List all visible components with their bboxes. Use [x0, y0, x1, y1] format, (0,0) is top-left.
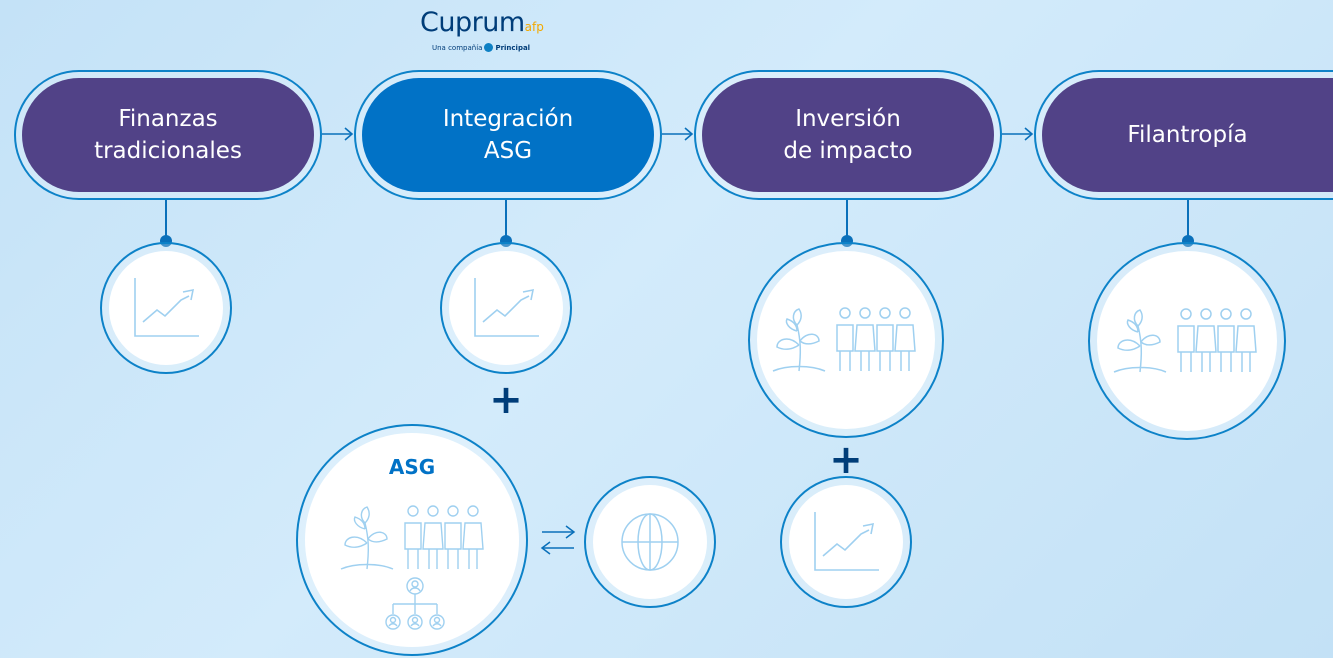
- circle-integracion: [440, 242, 572, 374]
- plant-people-icon: [340, 505, 484, 570]
- growth-chart-icon: [134, 278, 199, 337]
- org-chart-icon: [385, 577, 445, 630]
- circle-globe: [584, 476, 716, 608]
- growth-chart-icon: [474, 278, 539, 337]
- logo-brand: Cuprum: [420, 7, 525, 38]
- stage-finanzas-tradicionales: Finanzas tradicionales: [14, 70, 322, 200]
- stage-label-line1: Integración: [442, 106, 574, 132]
- circle-impacto: [748, 242, 944, 438]
- circle-impact-growth: [780, 476, 912, 608]
- circle-filantropia: [1088, 242, 1286, 440]
- stage-inversion-de-impacto: Inversión de impacto: [694, 70, 1002, 200]
- stage-label-line2: de impacto: [783, 138, 913, 164]
- exchange-arrows-icon: [540, 525, 576, 555]
- globe-icon: [621, 513, 679, 571]
- connector-line: [846, 200, 848, 240]
- cuprum-logo: Cuprumafp Una compañía Principal: [420, 8, 600, 52]
- stage-label-line1: Filantropía: [1127, 122, 1248, 148]
- plus-sign: +: [829, 437, 863, 483]
- plus-sign: +: [489, 377, 523, 423]
- connector-line: [505, 200, 507, 240]
- logo-suffix: afp: [524, 20, 544, 34]
- plant-people-icon: [772, 307, 916, 372]
- stage-label-line1: Finanzas: [118, 106, 218, 132]
- stage-label-line2: tradicionales: [94, 138, 242, 164]
- logo-partner: Principal: [495, 43, 531, 52]
- circle-finanzas: [100, 242, 232, 374]
- connector-line: [1187, 200, 1189, 240]
- circle-asg: ASG: [296, 424, 528, 656]
- stage-label-line2: ASG: [483, 138, 533, 164]
- plant-people-icon: [1113, 308, 1257, 373]
- asg-title: ASG: [388, 455, 436, 479]
- stage-filantropia: Filantropía: [1034, 70, 1333, 200]
- growth-chart-icon: [814, 512, 879, 571]
- stage-label-line1: Inversión: [795, 106, 901, 132]
- principal-logo-icon: [484, 43, 494, 52]
- connector-line: [165, 200, 167, 240]
- logo-tagline: Una compañía: [432, 43, 483, 52]
